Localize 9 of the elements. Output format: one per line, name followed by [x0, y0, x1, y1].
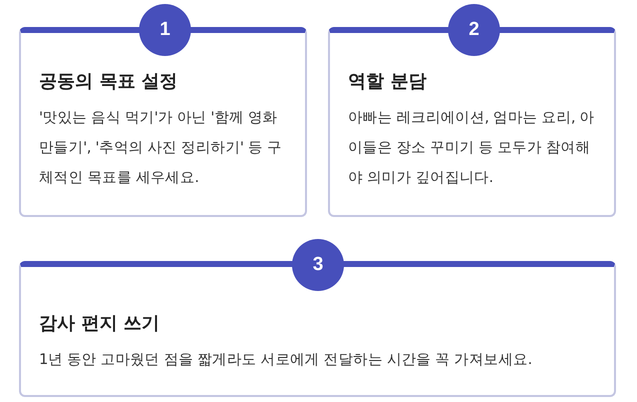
number-badge: 1 — [139, 4, 191, 56]
card-heading: 감사 편지 쓰기 — [39, 312, 161, 335]
card-heading: 역할 분담 — [348, 70, 428, 93]
card-heading: 공동의 목표 설정 — [39, 70, 179, 93]
card-description: '맛있는 음식 먹기'가 아닌 '함께 영화 만들기', '추억의 사진 정리하기' 등 구체적인 목표를 세우세요. — [39, 109, 283, 188]
number-badge: 2 — [448, 4, 500, 56]
number-badge: 3 — [292, 239, 344, 291]
card-description: 1년 동안 고마웠던 점을 짧게라도 서로에게 전달하는 시간을 꼭 가져보세요. — [39, 351, 534, 370]
card-description: 아빠는 레크리에이션, 엄마는 요리, 아이들은 장소 꾸미기 등 모두가 참여해야 의미가 깊어집니다. — [348, 109, 596, 188]
